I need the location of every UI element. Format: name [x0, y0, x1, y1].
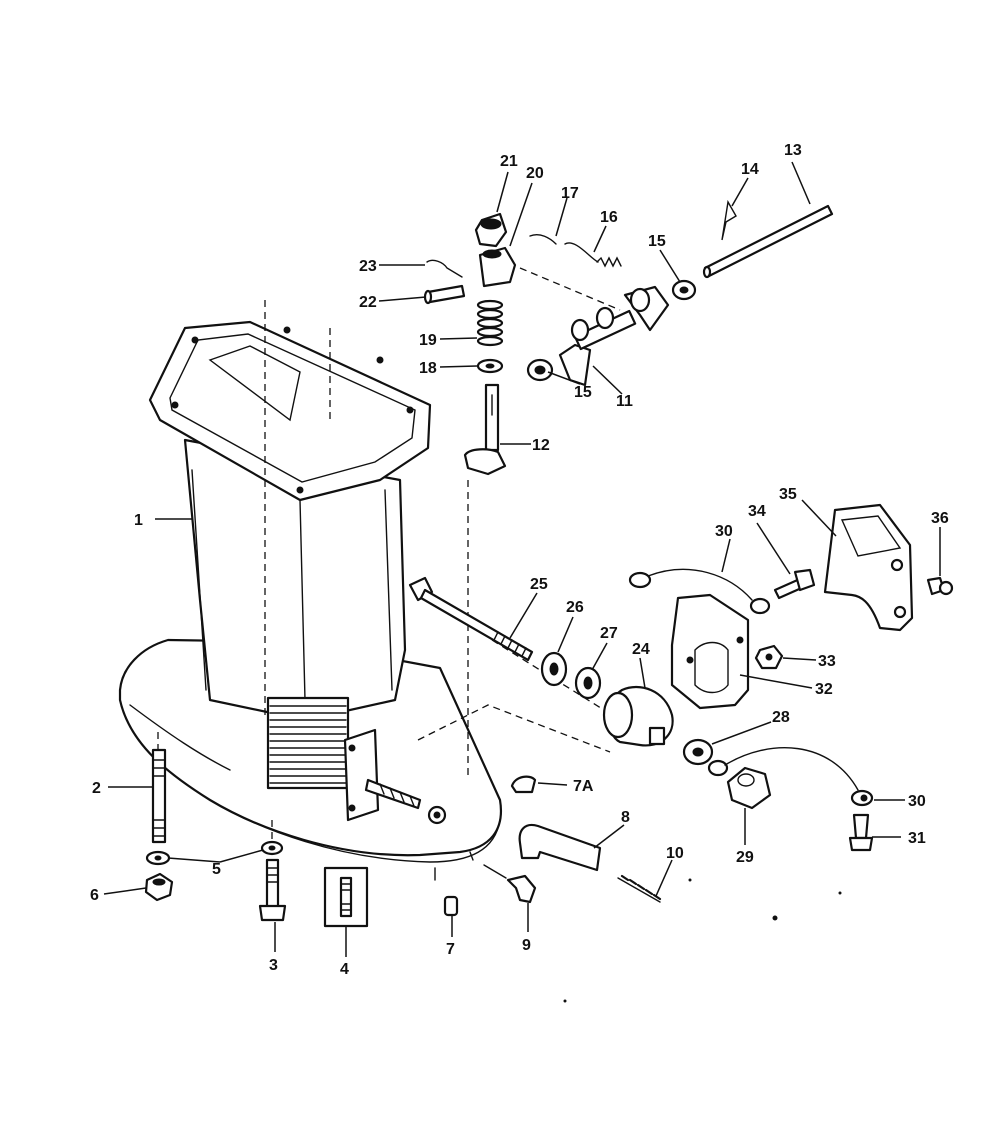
alignment-lines: [157, 267, 621, 840]
callout-18: 18: [419, 360, 437, 377]
part-28-washer: [682, 738, 714, 766]
callout-32: 32: [815, 681, 833, 698]
callout-6: 6: [90, 887, 99, 904]
callout-13: 13: [784, 142, 802, 159]
driveshaft-housing: [118, 320, 503, 881]
callout-labels: 1 2 3 4 5 6 7 7A 8 9 10 11 12 13 14 15 1…: [90, 142, 949, 978]
callout-16: 16: [600, 209, 618, 226]
part-12-shift-shaft: [463, 383, 507, 476]
part-2-stud: [151, 748, 167, 844]
callout-33: 33: [818, 653, 836, 670]
callout-17: 17: [561, 185, 579, 202]
callout-22: 22: [359, 294, 377, 311]
part-31-screw: [848, 813, 874, 852]
part-17-cotter-pin: [529, 234, 557, 245]
part-23-cotter-pin: [426, 259, 463, 278]
part-33-nut: [754, 644, 784, 670]
part-19-spring: [476, 299, 504, 347]
callout-12: 12: [532, 437, 550, 454]
part-27-washer: [574, 666, 602, 700]
callout-10: 10: [666, 845, 684, 862]
callout-28: 28: [772, 709, 790, 726]
part-34-bolt: [773, 568, 816, 600]
part-20-bracket: [478, 246, 517, 288]
part-16-spring: [564, 242, 622, 268]
part-15-bushing-lower: [526, 358, 554, 382]
callout-30-lower: 30: [908, 793, 926, 810]
callout-2: 2: [92, 780, 101, 797]
callout-21: 21: [500, 153, 518, 170]
part-6-nut: [144, 872, 174, 902]
callout-11: 11: [616, 393, 633, 410]
callout-1: 1: [134, 512, 143, 529]
callout-19: 19: [419, 332, 437, 349]
part-21-nut: [474, 212, 508, 248]
part-15-bushing-upper: [671, 279, 697, 301]
part-5-washer-left: [145, 850, 171, 866]
callout-leaders: [103, 161, 941, 957]
callout-36: 36: [931, 510, 949, 527]
part-10-screen: [617, 874, 662, 903]
callout-26: 26: [566, 599, 584, 616]
callout-15-lower: 15: [574, 384, 592, 401]
part-14-clip: [721, 199, 737, 241]
callout-14: 14: [741, 161, 759, 178]
part-30-ground-strap-upper: [628, 568, 771, 615]
callout-5: 5: [212, 861, 221, 878]
callout-8: 8: [621, 809, 630, 826]
scan-specks: [563, 878, 842, 1003]
callout-31: 31: [908, 830, 926, 847]
part-9-fitting: [483, 864, 537, 904]
part-22-pin: [423, 284, 466, 305]
part-7a-plug: [510, 775, 537, 794]
part-25-bolt: [408, 576, 534, 662]
part-7-plug: [443, 895, 459, 917]
part-35-cover-plate: [823, 503, 914, 632]
callout-30-upper: 30: [715, 523, 733, 540]
callout-9: 9: [522, 937, 531, 954]
part-26-washer: [540, 651, 568, 687]
callout-23: 23: [359, 258, 377, 275]
part-8-hose: [518, 823, 602, 872]
callout-34: 34: [748, 503, 766, 520]
callout-15-upper: 15: [648, 233, 666, 250]
part-13-shift-rod: [702, 204, 834, 279]
part-32-bracket: [670, 593, 750, 710]
side-grille: [266, 696, 350, 790]
callout-29: 29: [736, 849, 754, 866]
part-36-screw: [926, 576, 954, 596]
callout-27: 27: [600, 625, 618, 642]
callout-4: 4: [340, 961, 349, 978]
part-4-stud-in-box: [323, 866, 369, 928]
callout-35: 35: [779, 486, 797, 503]
part-11-shift-cam: [558, 285, 670, 387]
part-18-washer: [476, 358, 504, 374]
part-5-washer-right: [260, 840, 284, 856]
part-24-rubber-mount: [602, 685, 674, 747]
callout-7a: 7A: [573, 778, 594, 795]
callout-20: 20: [526, 165, 544, 182]
callout-3: 3: [269, 957, 278, 974]
callout-24: 24: [632, 641, 650, 658]
callout-25: 25: [530, 576, 548, 593]
part-30-ground-strap-lower: [707, 747, 874, 807]
part-29-cap: [726, 766, 772, 810]
callout-7: 7: [446, 941, 455, 958]
part-3-bolt: [258, 858, 287, 922]
